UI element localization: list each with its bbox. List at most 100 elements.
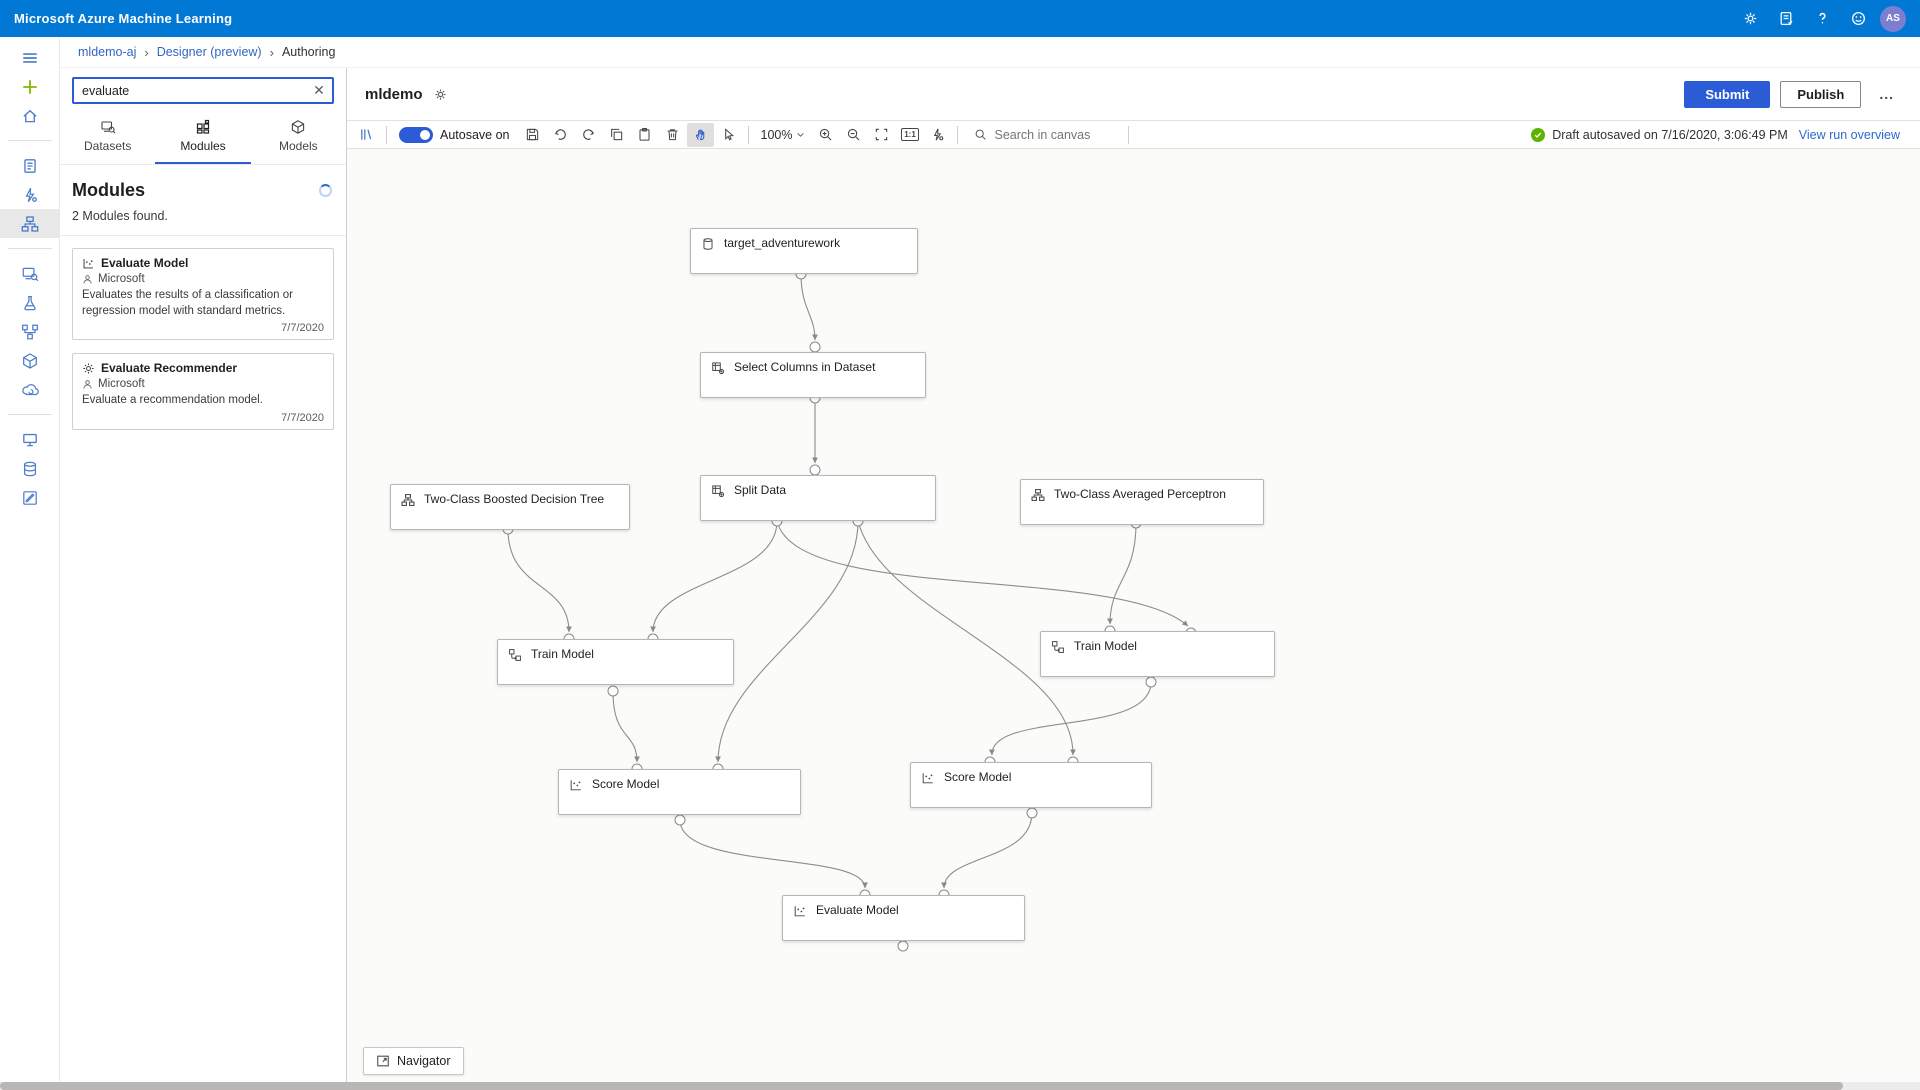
delete-icon[interactable] xyxy=(659,123,686,147)
port-train-left-output[interactable] xyxy=(607,685,619,697)
canvas-search-input[interactable] xyxy=(994,127,1113,142)
node-select-columns[interactable]: Select Columns in Dataset xyxy=(700,352,926,398)
save-icon[interactable] xyxy=(519,123,546,147)
publish-button[interactable]: Publish xyxy=(1780,80,1862,108)
card-title-row: Evaluate Model xyxy=(82,256,324,270)
node-label: Evaluate Model xyxy=(816,903,899,917)
more-options-button[interactable]: ... xyxy=(1871,86,1902,102)
edge-dataset-to-select-columns[interactable] xyxy=(800,273,818,341)
smiley-feedback-icon[interactable] xyxy=(1844,5,1872,33)
feedback-notes-icon[interactable] xyxy=(1772,5,1800,33)
compute-icon[interactable] xyxy=(0,425,60,454)
edge-score-left-to-evaluate[interactable] xyxy=(679,819,868,889)
notebooks-icon[interactable] xyxy=(0,151,60,180)
submit-button[interactable]: Submit xyxy=(1684,80,1771,108)
port-select-columns-input[interactable] xyxy=(809,341,821,353)
module-card-evaluate-model[interactable]: Evaluate Model Microsoft Evaluates the r… xyxy=(72,248,334,341)
edge-split-to-score-left[interactable] xyxy=(715,520,859,763)
edge-boosted-tree-to-train-left[interactable] xyxy=(507,528,572,633)
hamburger-menu-icon[interactable] xyxy=(0,43,60,72)
node-score-model-right[interactable]: Score Model xyxy=(910,762,1152,808)
toggle-switch[interactable] xyxy=(399,126,433,143)
breadcrumb-workspace[interactable]: mldemo-aj xyxy=(78,45,137,59)
settings-gear-icon[interactable] xyxy=(1736,5,1764,33)
edge-perceptron-to-train-right[interactable] xyxy=(1107,522,1137,625)
node-averaged-perceptron[interactable]: Two-Class Averaged Perceptron xyxy=(1020,479,1264,525)
breadcrumb-designer[interactable]: Designer (preview) xyxy=(156,45,262,59)
help-icon[interactable] xyxy=(1808,5,1836,33)
node-train-model-left[interactable]: Train Model xyxy=(497,639,734,685)
scrollbar-thumb[interactable] xyxy=(0,1082,1844,1090)
port-split-input[interactable] xyxy=(809,464,821,476)
clear-search-icon[interactable]: ✕ xyxy=(313,81,325,98)
node-split-data[interactable]: Split Data xyxy=(700,475,936,521)
copy-icon[interactable] xyxy=(603,123,630,147)
chevron-down-icon xyxy=(797,133,805,137)
view-run-overview-link[interactable]: View run overview xyxy=(1798,127,1900,142)
pipelines-icon[interactable] xyxy=(0,317,60,346)
experiments-flask-icon[interactable] xyxy=(0,288,60,317)
algorithm-tree-icon xyxy=(401,494,415,506)
datasets-tab-icon xyxy=(101,121,116,134)
edge-train-left-to-score-left[interactable] xyxy=(612,690,640,763)
fit-to-screen-icon[interactable] xyxy=(868,123,895,147)
models-tab-icon xyxy=(292,120,305,134)
person-icon xyxy=(83,379,92,389)
tab-datasets[interactable]: Datasets xyxy=(60,112,155,164)
endpoints-cloud-icon[interactable] xyxy=(0,375,60,404)
designer-icon[interactable] xyxy=(0,209,60,238)
zoom-out-icon[interactable] xyxy=(840,123,867,147)
port-score-right-output[interactable] xyxy=(1026,807,1038,819)
edge-score-right-to-evaluate[interactable] xyxy=(941,812,1033,889)
node-evaluate-model[interactable]: Evaluate Model xyxy=(782,895,1025,941)
navigator-button[interactable]: Navigator xyxy=(363,1047,464,1075)
pan-hand-icon[interactable] xyxy=(686,122,714,147)
edge-train-right-to-score-right[interactable] xyxy=(988,681,1152,756)
port-train-right-output[interactable] xyxy=(1145,676,1157,688)
node-boosted-decision-tree[interactable]: Two-Class Boosted Decision Tree xyxy=(390,484,630,530)
new-plus-icon[interactable] xyxy=(0,72,60,101)
node-score-model-left[interactable]: Score Model xyxy=(558,769,801,815)
toolbar-divider xyxy=(386,125,387,144)
tab-modules[interactable]: Modules xyxy=(155,112,251,164)
automated-ml-icon[interactable] xyxy=(0,180,60,209)
refresh-spinner-icon[interactable] xyxy=(319,184,332,197)
edge-split-to-train-left[interactable] xyxy=(650,520,778,633)
author-name: Microsoft xyxy=(98,378,145,391)
module-card-evaluate-recommender[interactable]: Evaluate Recommender Microsoft Evaluate … xyxy=(72,353,334,430)
edge-split-to-score-right[interactable] xyxy=(857,520,1076,756)
autosave-toggle[interactable]: Autosave on xyxy=(399,126,510,143)
tab-models[interactable]: Models xyxy=(251,112,346,164)
breadcrumb-current: Authoring xyxy=(281,45,336,59)
module-search-input[interactable] xyxy=(72,77,334,104)
draft-status-text: Draft autosaved on 7/16/2020, 3:06:49 PM xyxy=(1552,127,1788,142)
horizontal-scrollbar[interactable] xyxy=(0,1082,1920,1090)
port-evaluate-output[interactable] xyxy=(897,940,909,952)
datastores-icon[interactable] xyxy=(0,454,60,483)
collapse-palette-icon[interactable] xyxy=(353,123,380,147)
transform-gear-icon xyxy=(712,362,725,375)
node-train-model-right[interactable]: Train Model xyxy=(1040,631,1275,677)
user-avatar[interactable]: AS xyxy=(1880,5,1906,32)
undo-icon[interactable] xyxy=(547,123,574,147)
zoom-in-icon[interactable] xyxy=(812,123,839,147)
port-score-left-output[interactable] xyxy=(674,814,686,826)
datasets-icon[interactable] xyxy=(0,259,60,288)
node-target-adventurework[interactable]: target_adventurework xyxy=(690,228,918,274)
redo-icon[interactable] xyxy=(575,123,602,147)
paste-icon[interactable] xyxy=(631,123,658,147)
pipeline-canvas[interactable]: target_adventurework Select Columns in D… xyxy=(347,149,1920,1082)
node-label: target_adventurework xyxy=(724,236,841,250)
transform-gear-icon xyxy=(712,485,725,498)
run-settings-icon[interactable] xyxy=(924,123,951,147)
home-icon[interactable] xyxy=(0,101,60,130)
models-cube-icon[interactable] xyxy=(0,346,60,375)
edge-split-to-train-right[interactable] xyxy=(776,520,1189,627)
zoom-level-dropdown[interactable]: 100% xyxy=(761,128,806,142)
pipeline-settings-gear-icon[interactable] xyxy=(433,87,448,102)
actual-size-icon[interactable]: 1:1 xyxy=(896,123,923,147)
card-title-row: Evaluate Recommender xyxy=(82,361,324,375)
algorithm-tree-icon xyxy=(1031,489,1045,501)
select-pointer-icon[interactable] xyxy=(715,123,742,147)
data-labeling-icon[interactable] xyxy=(0,483,60,512)
